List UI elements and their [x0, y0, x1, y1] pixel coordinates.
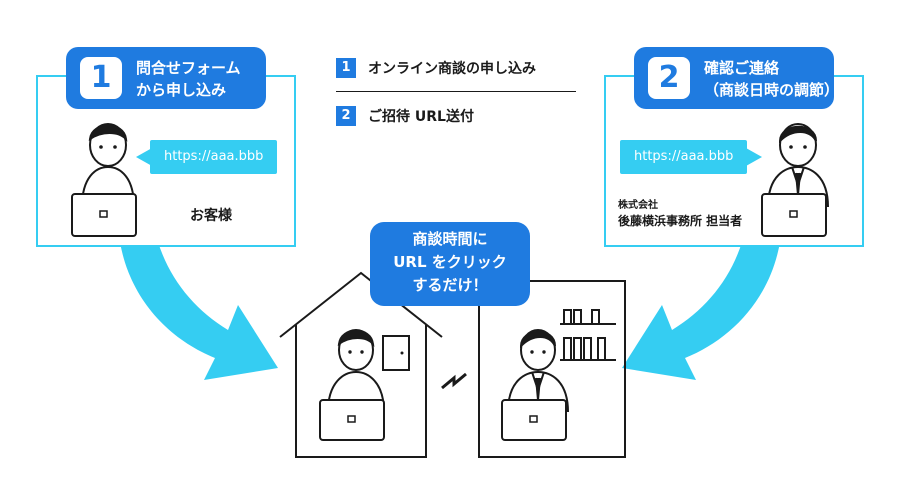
step2-title-line1: 確認ご連絡 — [704, 59, 780, 77]
step1-title-line2: から申し込み — [136, 81, 227, 99]
steps-list-item-1: 1 オンライン商談の申し込み — [336, 58, 536, 78]
steps-list-item-2: 2 ご招待 URL送付 — [336, 106, 474, 126]
steps-list-label-1: オンライン商談の申し込み — [368, 61, 536, 77]
person-icon — [507, 329, 569, 413]
step2-number: 2 — [648, 57, 690, 99]
step2-title-line2: （商談日時の調節） — [704, 81, 840, 99]
bookshelf-icon — [560, 309, 616, 361]
office-icon — [478, 280, 626, 458]
steps-divider — [336, 91, 576, 92]
callout-box: 商談時間に URL をクリック するだけ！ — [370, 222, 530, 306]
laptop-icon — [319, 399, 385, 441]
laptop-icon — [761, 193, 827, 237]
door-icon — [382, 335, 410, 371]
step1-badge: 1 問合せフォーム から申し込み — [66, 47, 266, 109]
person-icon — [81, 123, 135, 208]
step1-number: 1 — [80, 57, 122, 99]
step1-title: 問合せフォーム から申し込み — [136, 57, 241, 101]
laptop-icon — [501, 399, 567, 441]
lightning-icon — [441, 372, 467, 390]
callout-line1: 商談時間に — [412, 230, 488, 248]
customer-label: お客様 — [190, 208, 232, 224]
company-line2: 後藤横浜事務所 担当者 — [618, 214, 743, 228]
step2-badge: 2 確認ご連絡 （商談日時の調節） — [634, 47, 839, 109]
company-line1: 株式会社 — [618, 200, 658, 211]
person-icon — [327, 329, 385, 413]
steps-list-number-2: 2 — [336, 106, 356, 126]
callout-line2: URL をクリック — [393, 253, 507, 271]
company-label: 株式会社 後藤横浜事務所 担当者 — [618, 199, 742, 229]
steps-list-number-1: 1 — [336, 58, 356, 78]
url-bubble-right: https://aaa.bbb — [620, 140, 748, 174]
person-icon — [767, 123, 829, 208]
url-bubble-left: https://aaa.bbb — [150, 140, 278, 174]
bubble-tail-left — [136, 148, 152, 166]
step2-title: 確認ご連絡 （商談日時の調節） — [704, 57, 839, 101]
laptop-icon — [71, 193, 137, 237]
step1-title-line1: 問合せフォーム — [136, 59, 241, 77]
bubble-tail-right — [746, 148, 762, 166]
steps-list-label-2: ご招待 URL送付 — [368, 109, 474, 125]
house-icon — [279, 271, 443, 458]
callout-line3: するだけ！ — [412, 276, 488, 294]
